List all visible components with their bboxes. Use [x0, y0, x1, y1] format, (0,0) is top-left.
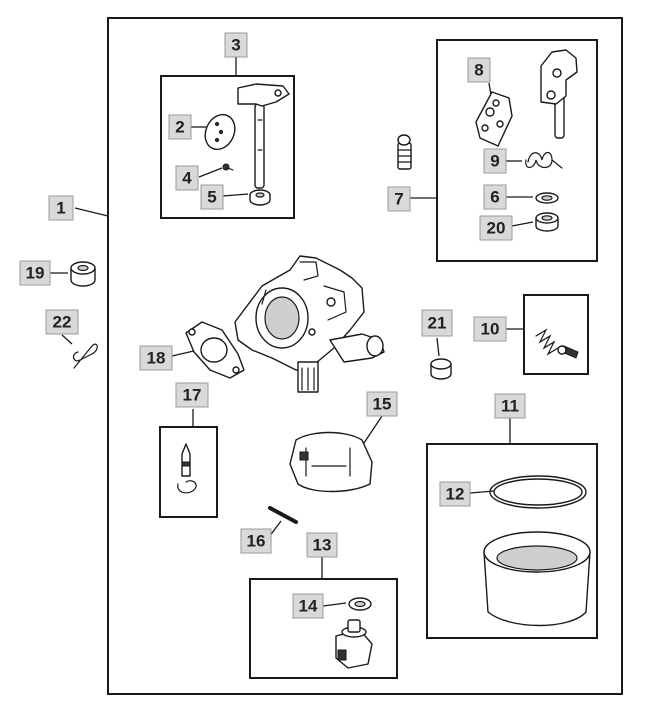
callout-7: 7: [387, 186, 411, 212]
callout-17: 17: [175, 382, 209, 408]
svg-text:1: 1: [56, 199, 65, 218]
svg-text:4: 4: [182, 169, 192, 188]
callout-9: 9: [483, 148, 507, 174]
callout-22: 22: [45, 309, 79, 335]
part-4-screw: [222, 163, 234, 171]
part-2-throttle-plate: [204, 113, 236, 151]
callout-6: 6: [483, 184, 507, 210]
callout-19: 19: [19, 260, 51, 286]
part-21-cap: [430, 358, 452, 380]
part-18-flange-gasket: [185, 321, 245, 379]
svg-text:19: 19: [26, 264, 45, 283]
svg-text:21: 21: [428, 314, 447, 333]
svg-text:22: 22: [53, 313, 72, 332]
svg-text:8: 8: [474, 61, 483, 80]
callout-3: 3: [224, 32, 248, 58]
callout-13: 13: [306, 532, 338, 558]
svg-text:13: 13: [313, 536, 332, 555]
part-9-spring: [525, 151, 563, 169]
svg-text:14: 14: [299, 597, 318, 616]
callout-tags: 1 2 3 4 5 6 7 8: [19, 32, 526, 619]
callout-10: 10: [473, 316, 507, 342]
callout-2: 2: [168, 114, 192, 140]
part-20-bushing: [535, 212, 559, 232]
part-19-plug: [70, 261, 96, 287]
svg-text:12: 12: [446, 485, 465, 504]
svg-text:15: 15: [373, 395, 392, 414]
kit-17-frame: [159, 426, 218, 518]
leader-lines: [50, 57, 534, 607]
svg-text:17: 17: [183, 386, 202, 405]
part-15-float: [289, 431, 373, 493]
part-6-washer: [535, 192, 559, 204]
svg-text:3: 3: [231, 36, 240, 55]
callout-8: 8: [467, 57, 491, 83]
svg-text:6: 6: [490, 188, 499, 207]
kit-11-frame: [426, 443, 598, 639]
part-17-needle-valve: [177, 443, 197, 494]
kit-3-frame: [160, 75, 295, 219]
callout-18: 18: [139, 345, 173, 371]
svg-text:2: 2: [175, 118, 184, 137]
carburetor-body: [234, 255, 385, 393]
svg-text:10: 10: [481, 320, 500, 339]
part-16-float-pin: [268, 506, 298, 524]
svg-text:20: 20: [487, 219, 506, 238]
callout-21: 21: [421, 309, 453, 337]
callout-12: 12: [439, 481, 471, 507]
part-3-throttle-shaft: [237, 83, 290, 189]
callout-16: 16: [240, 528, 272, 554]
kit-7-frame: [436, 39, 598, 262]
svg-text:9: 9: [490, 152, 499, 171]
callout-1: 1: [48, 195, 74, 221]
kit-10-frame: [523, 294, 589, 375]
svg-text:7: 7: [394, 190, 403, 209]
callout-20: 20: [479, 215, 513, 241]
idle-jet: [397, 134, 412, 170]
part-13-fuel-solenoid: [335, 619, 373, 669]
svg-text:11: 11: [501, 397, 519, 416]
part-7-choke-shaft: [540, 49, 578, 139]
part-10-spring-screw: [535, 328, 579, 359]
part-12-bowl-gasket: [489, 475, 587, 509]
part-11-float-bowl: [483, 531, 591, 627]
callout-11: 11: [494, 393, 526, 419]
part-8-choke-plate: [475, 91, 513, 147]
outer-assembly-frame: [107, 17, 623, 695]
part-5-bushing: [249, 189, 271, 206]
kit-13-frame: [249, 578, 398, 679]
svg-text:16: 16: [247, 532, 266, 551]
callout-4: 4: [175, 165, 199, 191]
part-22-clip: [72, 343, 98, 369]
part-14-washer: [348, 597, 372, 611]
svg-text:18: 18: [147, 349, 166, 368]
svg-text:5: 5: [207, 188, 216, 207]
callout-5: 5: [200, 184, 224, 210]
callout-15: 15: [366, 391, 398, 417]
callout-14: 14: [292, 593, 324, 619]
